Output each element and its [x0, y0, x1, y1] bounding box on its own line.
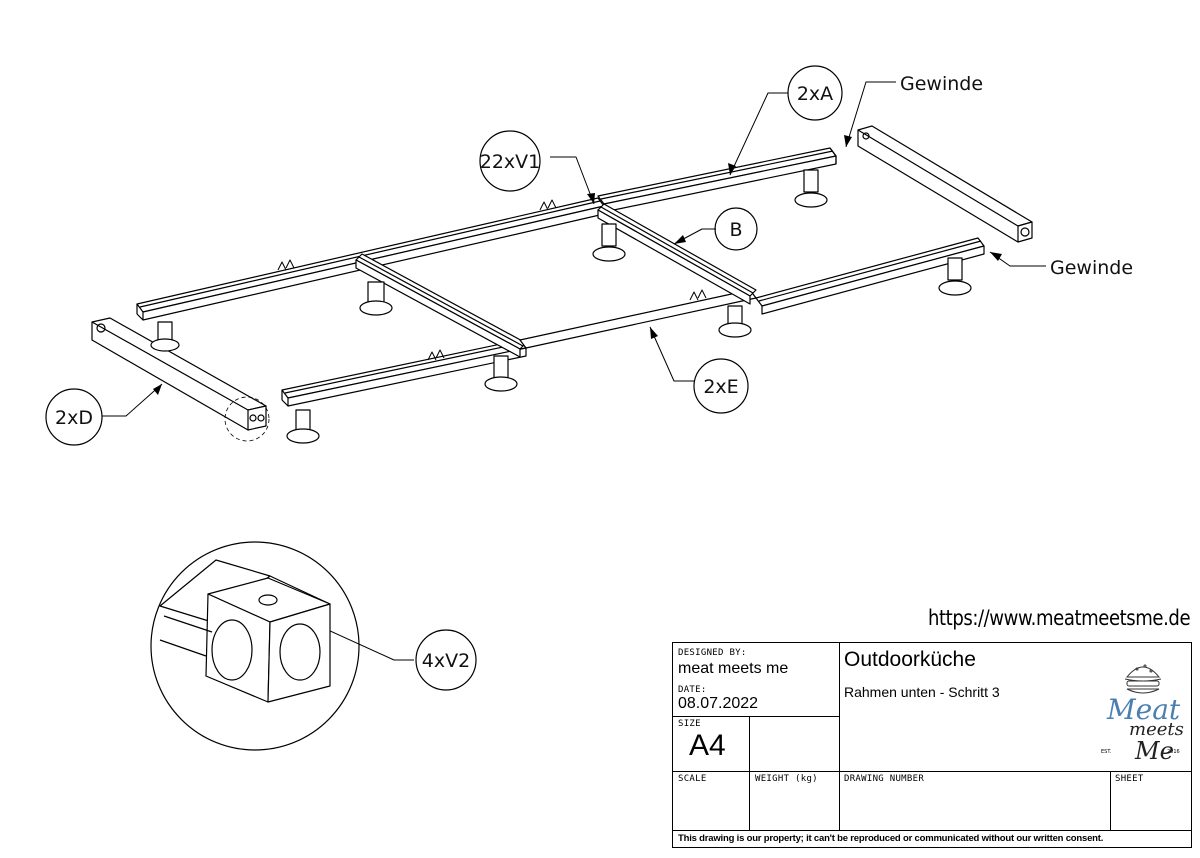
drawing-subtitle: Rahmen unten - Schritt 3 — [844, 684, 1000, 700]
callout-b: B — [729, 219, 742, 241]
size-label: SIZE — [678, 719, 701, 729]
logo-line2: meets — [1129, 719, 1184, 740]
meat-meets-me-logo: Meat meets Me EST. 2016 — [1097, 649, 1189, 767]
callout-gewinde-right: Gewinde — [1050, 257, 1133, 279]
size-value: A4 — [689, 729, 726, 762]
callout-22xv1: 22xV1 — [480, 151, 541, 173]
connectors-v1 — [277, 199, 707, 361]
callout-2xa: 2xA — [797, 83, 833, 105]
logo-year: 2016 — [1167, 749, 1180, 755]
drawing-title: Outdoorküche — [844, 648, 976, 671]
sheet-cell — [1110, 771, 1191, 831]
leader-lines — [102, 81, 1046, 661]
callout-circles — [45, 65, 843, 691]
callout-2xe: 2xE — [703, 376, 738, 398]
detail-view — [150, 541, 360, 751]
date-value: 08.07.2022 — [678, 695, 759, 712]
crossbeam-left — [355, 253, 527, 358]
crossbar-right-loose — [857, 125, 1033, 243]
date-label: DATE: — [678, 685, 707, 695]
callout-4xv2: 4xV2 — [422, 650, 470, 672]
drawing-number-label: DRAWING NUMBER — [844, 774, 925, 784]
logo-line3: Me — [1135, 737, 1174, 765]
rail-right-front — [519, 237, 985, 349]
logo-line1: Meat — [1107, 693, 1181, 726]
designed-by-value: meat meets me — [678, 660, 789, 677]
title-block: DESIGNED BY: meat meets me DATE: 08.07.2… — [672, 642, 1192, 848]
callout-2xd: 2xD — [55, 407, 93, 429]
rail-left-front — [281, 339, 527, 407]
scale-label: SCALE — [678, 774, 707, 784]
feet — [150, 169, 972, 444]
size-empty-cell — [749, 716, 840, 772]
logo-est: EST. — [1101, 749, 1112, 755]
disclaimer: This drawing is our property; it can't b… — [678, 833, 1104, 844]
callout-gewinde-top: Gewinde — [900, 73, 983, 95]
weight-label: WEIGHT (kg) — [755, 774, 818, 784]
burger-icon — [1124, 664, 1162, 694]
website-url: https://www.meatmeetsme.de — [928, 606, 1191, 630]
crossbar-left-loose — [91, 317, 270, 442]
designed-by-label: DESIGNED BY: — [678, 648, 747, 658]
sheet-label: SHEET — [1115, 774, 1144, 784]
crossbeam-b — [597, 203, 757, 305]
